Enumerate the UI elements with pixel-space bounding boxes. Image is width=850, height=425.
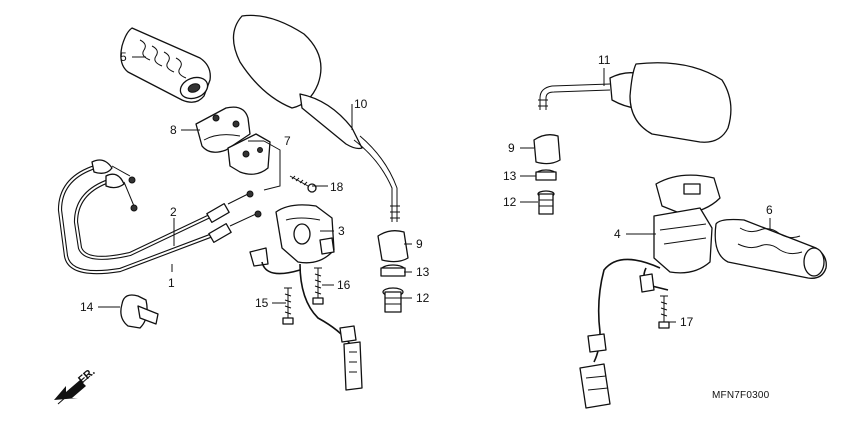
diagram-code: MFN7F0300	[712, 390, 770, 401]
screw-right	[658, 295, 670, 329]
left-switch-housing	[249, 204, 363, 391]
callout-14: 14	[80, 300, 94, 314]
callout-6: 6	[766, 203, 773, 217]
callout-1: 1	[168, 276, 175, 290]
callout-9-right: 9	[508, 141, 515, 155]
leader-lines	[98, 56, 771, 323]
callout-13-left: 13	[416, 265, 430, 279]
callout-12-left: 12	[416, 291, 430, 305]
callout-15: 15	[255, 296, 269, 310]
mirror-adapter-right	[533, 134, 561, 215]
callout-18: 18	[330, 180, 344, 194]
callout-10: 10	[354, 97, 368, 111]
callout-17: 17	[680, 315, 694, 329]
callout-4: 4	[614, 227, 621, 241]
callout-2: 2	[170, 205, 177, 219]
screws-switch	[282, 267, 324, 325]
left-mirror	[232, 14, 400, 222]
mirror-adapter-left	[377, 230, 409, 313]
right-grip	[714, 218, 827, 279]
front-direction-arrow: FR.	[54, 366, 98, 405]
throttle-housing-upper	[195, 106, 251, 153]
throttle-grip	[120, 27, 211, 103]
callout-5: 5	[120, 50, 127, 64]
right-switch-housing	[579, 174, 721, 409]
callout-12-right: 12	[503, 195, 517, 209]
throttle-cables	[57, 159, 262, 275]
right-mirror	[538, 62, 732, 143]
callout-16: 16	[337, 278, 351, 292]
callout-9-left: 9	[416, 237, 423, 251]
callout-7: 7	[284, 134, 291, 148]
cable-clamp	[120, 294, 159, 329]
callout-8: 8	[170, 123, 177, 137]
callout-3: 3	[338, 224, 345, 238]
throttle-housing-lower	[227, 133, 271, 175]
screw	[289, 175, 317, 193]
callout-13-right: 13	[503, 169, 517, 183]
callouts: 5 8 7 10 18 2 1 3 16 15 14 9 13 12 11 9 …	[80, 50, 773, 329]
callout-11: 11	[598, 53, 611, 67]
